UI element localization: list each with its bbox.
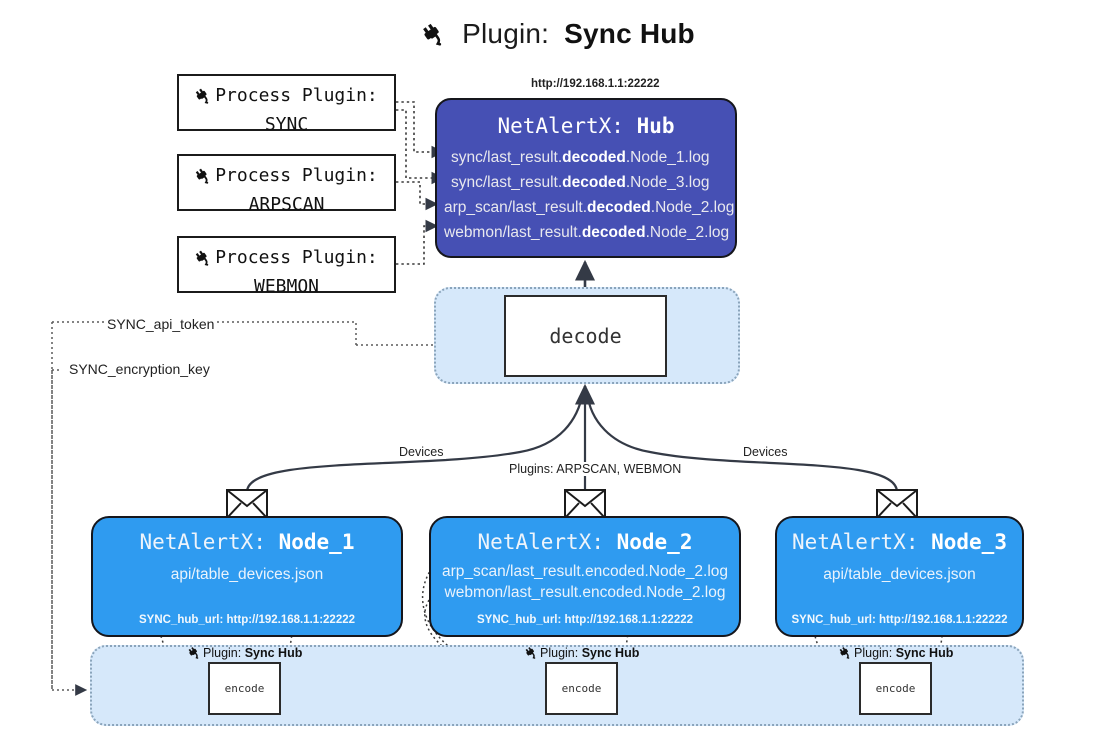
edge-label-devices-right: Devices — [740, 445, 791, 459]
hub-log-line: webmon/last_result.decoded.Node_2.log — [444, 224, 730, 242]
node-title: NetAlertX: Node_2 — [477, 530, 693, 554]
hub-url-label: http://192.168.1.1:22222 — [531, 78, 660, 90]
hub-log-line: sync/last_result.decoded.Node_3.log — [451, 174, 710, 192]
hub-log-line: arp_scan/last_result.decoded.Node_2.log — [444, 199, 735, 217]
edge-label-devices-left: Devices — [396, 445, 447, 459]
hub-title-prefix: NetAlertX: — [497, 114, 637, 138]
hub-log-line: sync/last_result.decoded.Node_1.log — [451, 149, 710, 166]
process-plugin-label: Process Plugin: — [215, 165, 378, 186]
hub-title: NetAlertX: Hub — [437, 114, 735, 138]
plug-icon — [195, 166, 213, 192]
node-box-node-1[interactable]: NetAlertX: Node_1 api/table_devices.json… — [91, 516, 403, 637]
node-footer: SYNC_hub_url: http://192.168.1.1:22222 — [138, 614, 356, 626]
process-plugin-name: SYNC — [264, 114, 309, 136]
secret-label-encryption-key: SYNC_encryption_key — [66, 361, 213, 377]
hub-title-name: Hub — [636, 114, 675, 138]
node-box-node-2[interactable]: NetAlertX: Node_2 arp_scan/last_result.e… — [429, 516, 741, 637]
encode-label: encode — [224, 682, 265, 695]
node-line: api/table_devices.json — [823, 566, 976, 583]
edge-label-plugins-center: Plugins: ARPSCAN, WEBMON — [506, 462, 685, 476]
title-name: Sync Hub — [564, 18, 695, 49]
encode-box-node-3[interactable]: encode — [859, 662, 932, 715]
node-title: NetAlertX: Node_1 — [139, 530, 355, 554]
encode-box-node-1[interactable]: encode — [208, 662, 281, 715]
node-line: api/table_devices.json — [170, 566, 324, 583]
encode-plugin-label: Plugin: Sync Hub — [525, 645, 639, 662]
process-plugin-box-webmon[interactable]: Process Plugin: WEBMON — [177, 236, 396, 297]
process-plugin-name: ARPSCAN — [248, 194, 325, 216]
plug-icon — [839, 645, 853, 662]
envelope-icon[interactable] — [564, 489, 606, 524]
decode-box[interactable]: decode — [504, 295, 667, 377]
secret-label-api-token: SYNC_api_token — [104, 316, 218, 332]
encode-label: encode — [561, 682, 602, 695]
encode-plugin-label: Plugin: Sync Hub — [839, 645, 953, 662]
title-prefix: Plugin: — [462, 18, 550, 49]
encode-plugin-label: Plugin: Sync Hub — [188, 645, 302, 662]
hub-node[interactable]: NetAlertX: Hub sync/last_result.decoded.… — [435, 98, 737, 258]
process-plugin-name: WEBMON — [253, 276, 320, 298]
node-footer: SYNC_hub_url: http://192.168.1.1:22222 — [476, 614, 694, 626]
envelope-icon[interactable] — [226, 489, 268, 524]
plug-icon — [422, 20, 448, 53]
node-footer: SYNC_hub_url: http://192.168.1.1:22222 — [791, 614, 1008, 626]
node-title: NetAlertX: Node_3 — [792, 530, 1007, 554]
encode-label: encode — [875, 682, 916, 695]
node-box-node-3[interactable]: NetAlertX: Node_3 api/table_devices.json… — [775, 516, 1024, 637]
process-plugin-box-arpscan[interactable]: Process Plugin: ARPSCAN — [177, 154, 396, 215]
process-plugin-label: Process Plugin: — [215, 85, 378, 106]
process-plugin-label: Process Plugin: — [215, 247, 378, 268]
plug-icon — [188, 645, 202, 662]
process-plugin-box-sync[interactable]: Process Plugin: SYNC — [177, 74, 396, 135]
node-line: arp_scan/last_result.encoded.Node_2.log — [441, 563, 729, 580]
decode-label: decode — [549, 324, 622, 348]
plug-icon — [195, 248, 213, 274]
encode-box-node-2[interactable]: encode — [545, 662, 618, 715]
node-line: webmon/last_result.encoded.Node_2.log — [444, 584, 726, 601]
plug-icon — [525, 645, 539, 662]
plug-icon — [195, 86, 213, 112]
page-title: Plugin: Sync Hub — [0, 18, 1117, 53]
